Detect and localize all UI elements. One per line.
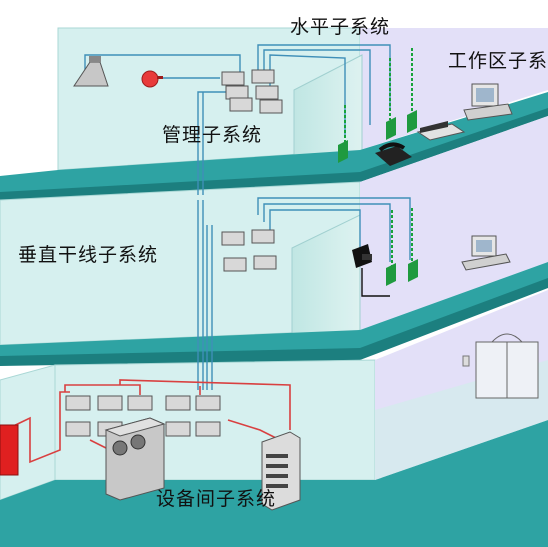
bottom-patch-panels — [65, 395, 221, 437]
label-horizontal-subsystem: 水平子系统 — [290, 16, 391, 38]
label-management-subsystem: 管理子系统 — [162, 124, 263, 146]
label-equipment-room-subsystem: 设备间子系统 — [156, 488, 277, 510]
middle-patch-panels — [221, 229, 277, 272]
middle-wall-outlets — [386, 259, 418, 286]
server-cabinet-icon — [104, 417, 166, 501]
equipment-room-cables — [4, 379, 291, 464]
wall-camera-icon — [352, 244, 390, 297]
top-floor-slab-top — [0, 92, 548, 196]
ceiling-speaker-icon — [73, 56, 109, 87]
label-work-area-subsystem: 工作区子系统 — [448, 50, 548, 72]
double-door-icon — [462, 333, 539, 399]
printer-icon — [416, 121, 466, 141]
horizontal-cables-green — [344, 48, 413, 270]
middle-floor-back-wall-right — [360, 116, 548, 330]
desktop-computer-icon — [463, 83, 513, 121]
bottom-floor-back-wall-left — [54, 359, 376, 481]
middle-desktop-computer-icon — [461, 235, 511, 271]
fire-alarm-panel-icon — [0, 424, 19, 476]
middle-floor-slab-edge — [0, 278, 548, 366]
backbone-cables — [84, 44, 411, 390]
label-vertical-backbone-subsystem: 垂直干线子系统 — [18, 244, 159, 266]
top-floor-slab-edge — [0, 108, 548, 200]
equipment-rack-icon — [261, 431, 301, 511]
telephone-icon — [375, 142, 412, 166]
top-wall-outlets — [338, 110, 417, 163]
alarm-bell-icon — [141, 70, 163, 88]
middle-floor-slab-top — [0, 262, 548, 360]
top-patch-panels — [221, 69, 283, 114]
